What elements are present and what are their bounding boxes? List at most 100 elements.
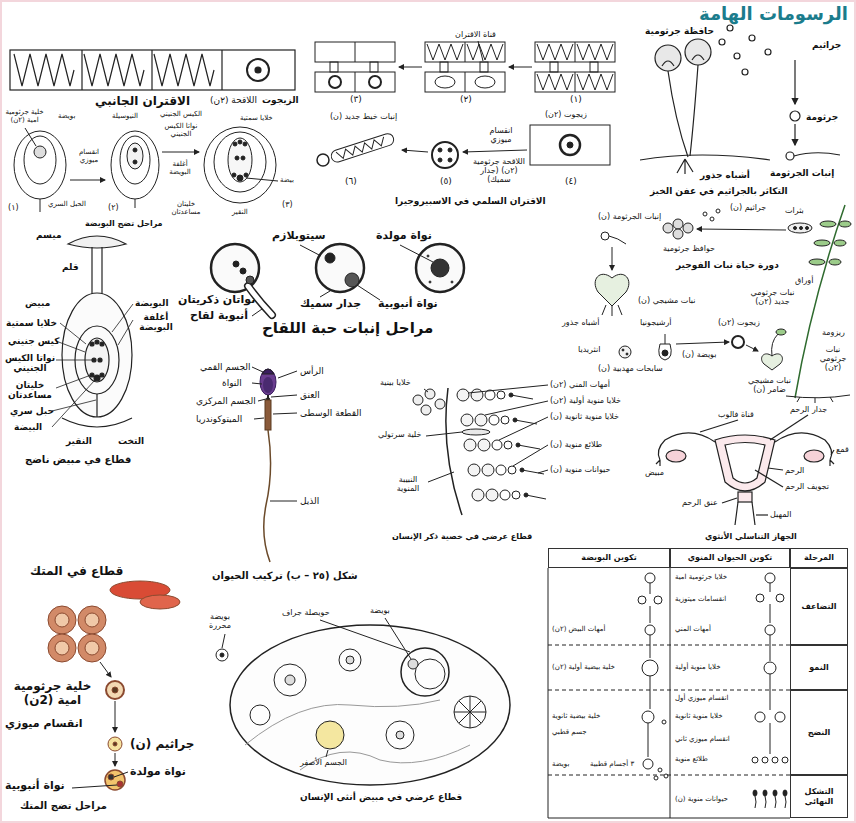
- bread-mold: [668, 71, 688, 157]
- spirogyra-ladder: [402, 150, 428, 152]
- fern-life-cycle: [602, 305, 622, 316]
- fern-life-cycle: [710, 217, 714, 221]
- bread-mold: [765, 49, 771, 55]
- ovule-stages: [24, 136, 56, 184]
- bread-mold: [662, 61, 674, 66]
- pistil-section: [60, 323, 86, 344]
- ovule-stages: [162, 152, 199, 153]
- testis-section: [424, 389, 428, 392]
- female-reproductive-system: [755, 470, 783, 487]
- part-label: بيضة: [280, 176, 294, 184]
- part-label: اللاقحة جرثومية (٢ن) (جدار سميك): [470, 157, 528, 185]
- part-label: نبات مشيجي (ن): [638, 296, 695, 305]
- part-label: نبات جرثومي (٢ن): [815, 345, 851, 373]
- testis-section: [485, 401, 548, 415]
- anther-stages: [55, 613, 69, 627]
- female-reproductive-system: [666, 450, 686, 462]
- female-reproductive-system: [770, 415, 808, 440]
- gametogenesis-table: [782, 757, 788, 763]
- cell-text: تكوين البويضة: [579, 552, 638, 563]
- spirogyra-filament: [14, 54, 74, 86]
- part-label: الكيس الجنيني: [160, 110, 202, 118]
- female-reproductive-system: [722, 498, 737, 503]
- bread-mold: [742, 69, 748, 75]
- table-cell: النضج: [790, 690, 848, 775]
- anther-stages: [72, 785, 117, 788]
- testis-section: [508, 466, 516, 474]
- gametogenesis-table: [548, 645, 790, 646]
- gametogenesis-table: [770, 583, 771, 592]
- human-ovary-section: [396, 731, 404, 739]
- part-label: انقسام ميوزي: [480, 126, 522, 144]
- part-label: كيس جنيني: [8, 336, 59, 346]
- testis-section: [468, 385, 548, 393]
- part-label: حيوانات منوية (ن): [675, 795, 728, 803]
- gametogenesis-table: [763, 790, 767, 796]
- pollen-grains: [431, 259, 449, 277]
- bread-mold: [794, 153, 840, 156]
- part-label: بثرات: [785, 206, 804, 215]
- page-title: الرسومات الهامة: [699, 3, 848, 24]
- pistil-section: [90, 342, 94, 346]
- female-reproductive-system: [756, 514, 768, 515]
- part-label: ٣ أجسام قطبية: [590, 760, 634, 768]
- spirogyra-ladder: [465, 72, 466, 92]
- testis-section: [471, 389, 483, 401]
- fern-life-cycle: [788, 223, 812, 233]
- part-label: سيتوبلازم: [272, 230, 326, 243]
- part-label: أشباه جذور: [562, 318, 599, 327]
- pistil-section: [112, 304, 133, 332]
- part-label: الاقتران السلمي في الاسبيروجيرا: [395, 196, 546, 206]
- sperm-structure: [252, 367, 263, 372]
- part-label: مبيض: [645, 468, 664, 477]
- anther-stages: [115, 701, 116, 732]
- fern-life-cycle: [619, 346, 631, 358]
- pistil-section: [91, 247, 92, 294]
- ovule-stages: [237, 175, 243, 181]
- part-label: انثريديا: [578, 345, 600, 354]
- part-label: قطاع في مبيض ناضج: [25, 454, 131, 466]
- ovule-stages: [241, 156, 245, 160]
- spirogyra-ladder: [330, 62, 338, 72]
- part-label: خلية جرثومية امية (2ن): [5, 680, 100, 708]
- spirogyra-ladder: [567, 142, 573, 148]
- part-label: خلية جرثومية امية (٢ن): [2, 108, 47, 124]
- part-label: خليتان مساعدتان: [4, 380, 56, 401]
- part-label: النقير: [66, 436, 92, 446]
- part-label: جراثيم: [812, 40, 841, 50]
- human-ovary-section: [339, 649, 361, 671]
- fern-life-cycle: [595, 274, 629, 306]
- spirogyra-ladder: [355, 72, 356, 92]
- gametogenesis-table: [765, 625, 775, 635]
- sperm-structure: [262, 369, 274, 374]
- fern-life-cycle: [626, 353, 628, 355]
- part-label: خلايا سمتية: [6, 318, 57, 328]
- sperm-structure: [258, 399, 266, 401]
- testis-section: [461, 414, 473, 426]
- gametogenesis-table: [658, 768, 662, 772]
- part-label: تجويف الرحم: [785, 482, 829, 491]
- part-label: أمهات البيض (٢ن): [552, 625, 605, 633]
- testis-section: [496, 465, 506, 475]
- part-label: إنبات الجرثومة: [770, 168, 834, 178]
- spirogyra-ladder: [317, 154, 329, 166]
- gametogenesis-table: [638, 596, 646, 604]
- spirogyra-filament: [81, 50, 82, 90]
- spirogyra-ladder: [438, 158, 442, 162]
- ovule-stages: [135, 199, 136, 208]
- part-label: الزيجوت: [262, 95, 299, 105]
- part-label: بويضة: [370, 606, 390, 615]
- fern-life-cycle: [786, 395, 850, 398]
- pistil-section: [52, 380, 95, 427]
- gametogenesis-table: [664, 774, 668, 778]
- female-reproductive-system: [804, 450, 824, 462]
- ovule-stages: [14, 131, 66, 199]
- human-ovary-section: [415, 659, 445, 689]
- sperm-structure: [265, 400, 271, 430]
- ovule-stages: [14, 127, 278, 212]
- part-label: اللاقحة (٢ن): [210, 95, 257, 105]
- part-label: طلائع منوية (ن): [550, 440, 602, 449]
- human-ovary-section: [216, 649, 228, 661]
- part-label: حافظة جرثومية: [645, 26, 714, 36]
- part-label: قطاع في المتك: [30, 565, 123, 579]
